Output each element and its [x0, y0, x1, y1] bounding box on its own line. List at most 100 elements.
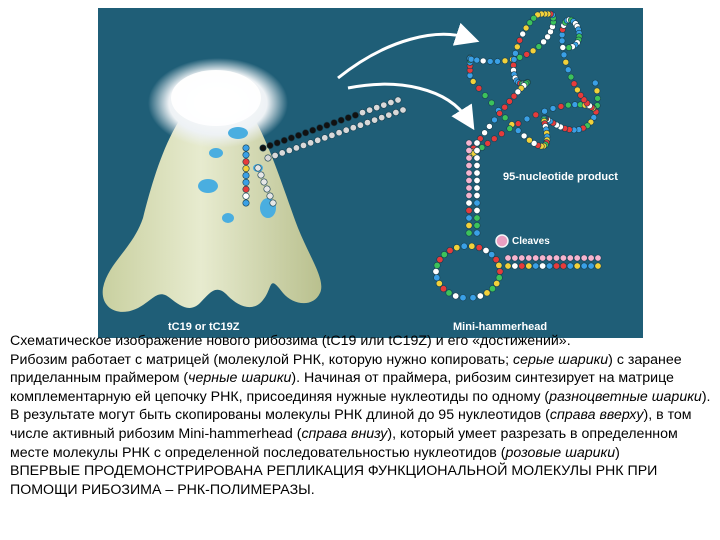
nucleotide-bead [314, 136, 322, 144]
nucleotide-bead [323, 121, 331, 129]
arrow-to-hammerhead [347, 82, 475, 131]
label-cleaves: Cleaves [512, 236, 550, 247]
nucleotide-bead [337, 116, 345, 124]
nucleotide-bead [519, 30, 527, 38]
nucleotide-bead [541, 107, 548, 115]
nucleotide-bead [567, 73, 575, 81]
nucleotide-bead [378, 114, 386, 122]
nucleotide-bead [482, 247, 490, 255]
nucleotide-bead [473, 222, 481, 230]
nucleotide-bead [484, 140, 492, 147]
nucleotide-bead [573, 262, 581, 270]
nucleotide-bead [473, 192, 481, 200]
nucleotide-bead [473, 169, 481, 177]
nucleotide-bead [491, 116, 498, 124]
nucleotide-bead [433, 261, 441, 269]
nucleotide-bead [559, 262, 567, 270]
nucleotide-bead [478, 144, 486, 151]
caption: Схематическое изображение нового рибозим… [10, 332, 712, 499]
nucleotide-bead [544, 33, 551, 41]
nucleotide-bead [559, 44, 567, 51]
nucleotide-bead [260, 178, 268, 186]
nucleotide-bead [488, 251, 496, 259]
nucleotide-bead [302, 129, 310, 137]
nucleotide-bead [518, 262, 526, 270]
nucleotide-bead [510, 92, 518, 100]
nucleotide-bead [473, 154, 481, 162]
nucleotide-bead [539, 254, 547, 262]
nucleotide-bead [525, 254, 533, 262]
label-product: 95-nucleotide product [503, 171, 618, 183]
nucleotide-bead [363, 119, 371, 127]
nucleotide-bead [535, 43, 543, 50]
nucleotide-bead [481, 92, 489, 99]
nucleotide-bead [242, 151, 250, 159]
nucleotide-bead [356, 121, 364, 129]
nucleotide-bead [266, 192, 274, 200]
nucleotide-bead [511, 262, 519, 270]
nucleotide-bead [242, 192, 250, 200]
caption-paragraph: Схематическое изображение нового рибозим… [10, 333, 711, 461]
nucleotide-bead [328, 131, 336, 139]
label-hammerhead: Mini-hammerhead [453, 321, 547, 333]
nucleotide-bead [495, 261, 503, 269]
nucleotide-bead [358, 109, 366, 117]
nucleotide-bead [523, 51, 531, 58]
nucleotide-bead [439, 285, 447, 293]
nucleotide-bead [522, 24, 530, 32]
nucleotide-bead [475, 85, 483, 92]
nucleotide-bead [557, 103, 565, 110]
nucleotide-bead [387, 99, 395, 107]
nucleotide-bead [473, 56, 481, 64]
nucleotide-bead [540, 38, 547, 46]
nucleotide-bead [565, 44, 573, 51]
nucleotide-bead [530, 14, 538, 22]
nucleotide-bead [330, 119, 338, 127]
nucleotide-bead [242, 199, 250, 207]
nucleotide-bead [532, 262, 540, 270]
nucleotide-bead [473, 139, 481, 147]
nucleotide-bead [465, 139, 473, 147]
nucleotide-bead [271, 152, 279, 160]
cloud-core [171, 70, 261, 126]
nucleotide-bead [392, 109, 400, 117]
nucleotide-bead [316, 124, 324, 132]
nucleotide-bead [590, 114, 598, 121]
nucleotide-bead [566, 254, 574, 262]
nucleotide-bead [496, 267, 504, 275]
nucleotide-bead [465, 214, 473, 222]
nucleotide-bead [511, 254, 519, 262]
nucleotide-bead [475, 244, 483, 252]
nucleotide-bead [504, 262, 512, 270]
nucleotide-bead [594, 95, 601, 102]
nucleotide-bead [242, 158, 250, 166]
nucleotide-bead [473, 162, 481, 170]
nucleotide-bead [473, 177, 481, 185]
nucleotide-bead [498, 130, 505, 137]
nucleotide-bead [510, 56, 518, 63]
nucleotide-bead [266, 142, 274, 150]
nucleotide-bead [488, 285, 496, 293]
nucleotide-bead [580, 96, 588, 103]
nucleotide-bead [433, 274, 441, 282]
nucleotide-bead [292, 144, 300, 152]
nucleotide-bead [394, 96, 402, 104]
nucleotide-bead [564, 101, 572, 109]
nucleotide-bead [545, 262, 553, 270]
nucleotide-bead [476, 292, 484, 300]
nucleotide-bead [465, 177, 473, 185]
nucleotide-bead [465, 222, 473, 230]
nucleotide-bead [465, 199, 473, 207]
nucleotide-bead [371, 116, 379, 124]
nucleotide-bead [309, 126, 317, 134]
nucleotide-bead [496, 110, 503, 117]
nucleotide-bead [552, 254, 560, 262]
nucleotide-bead [501, 114, 509, 121]
nucleotide-bead [573, 254, 581, 262]
nucleotide-bead [473, 214, 481, 222]
nucleotide-bead [483, 289, 491, 297]
nucleotide-bead [494, 58, 501, 65]
nucleotide-bead [459, 294, 467, 302]
nucleotide-bead [587, 262, 595, 270]
nucleotide-bead [481, 129, 488, 136]
